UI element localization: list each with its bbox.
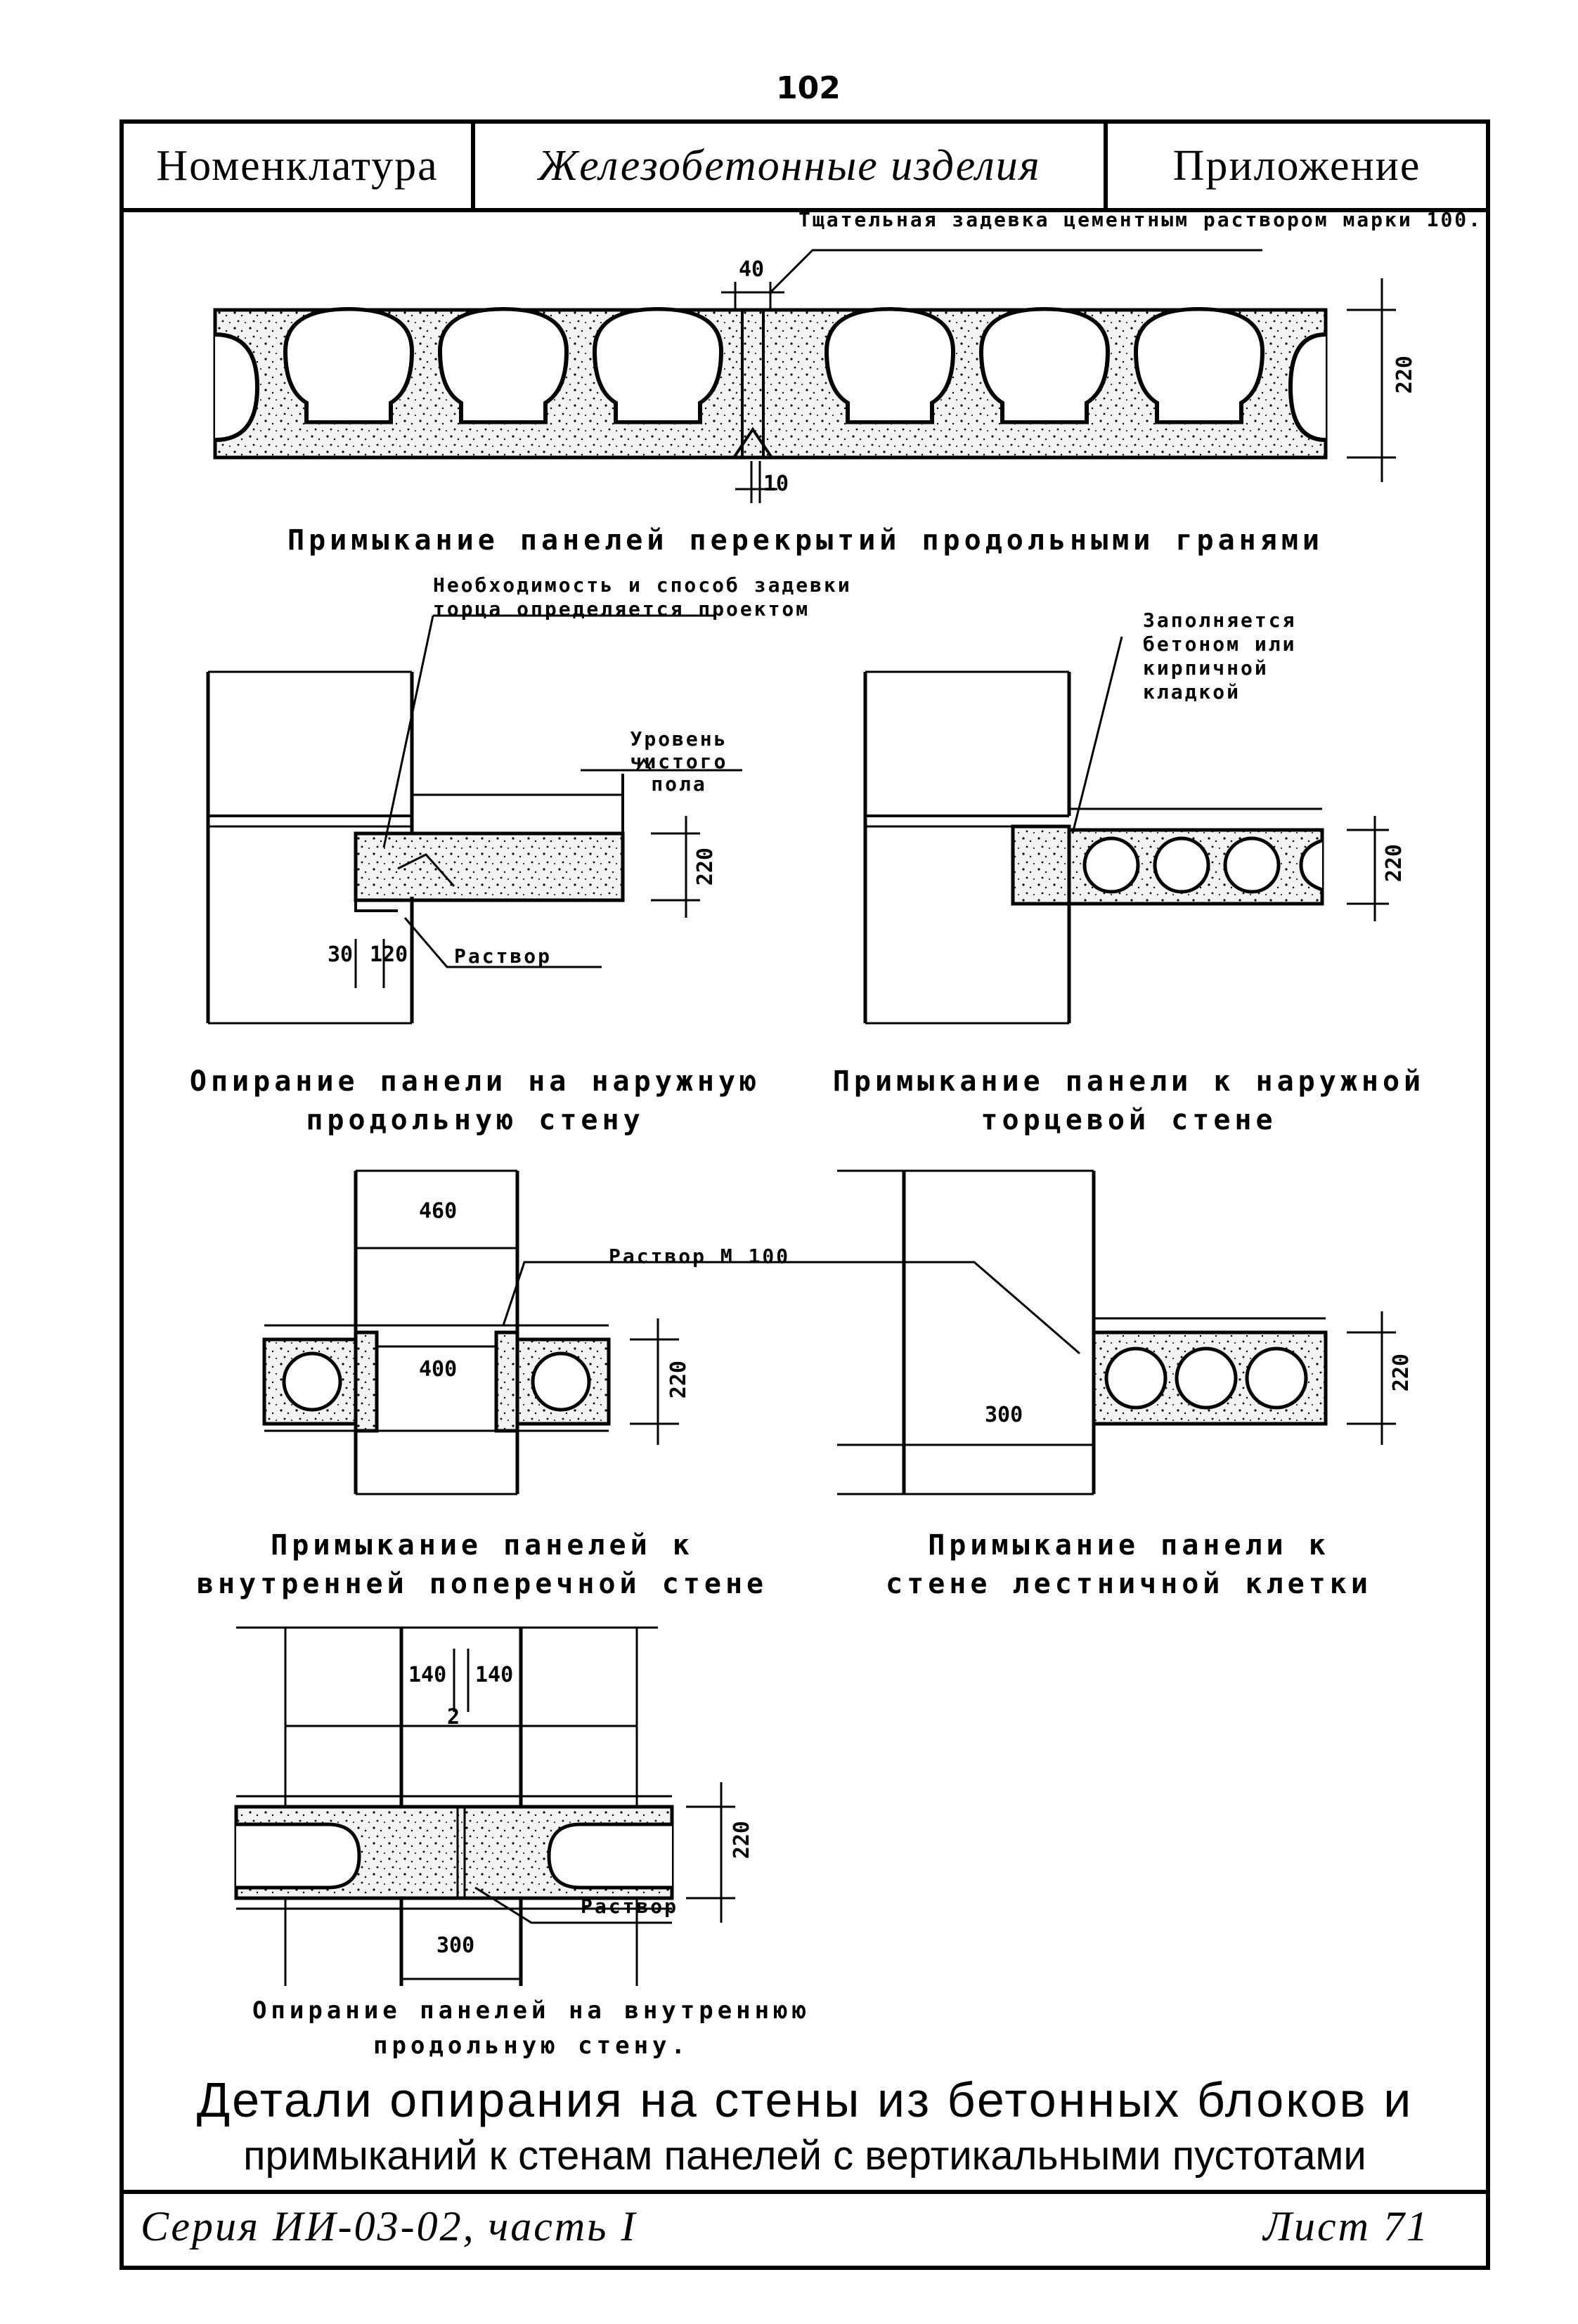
stair-caption-2: стене лестничной клетки: [886, 1568, 1372, 1600]
sheet-title-line-1: Детали опирания на стены из бетонных бло…: [196, 2072, 1414, 2127]
inner-long-height: 220: [730, 1821, 754, 1859]
inner-long-dim-gap: 2: [447, 1705, 460, 1729]
slab-joint-note-1: Тщательная задевка цементным раствором м…: [798, 208, 1483, 231]
outer-long-dim-b: 120: [370, 942, 408, 967]
header-appendix: Приложение: [1172, 141, 1421, 190]
floor-level-label: Уровень чистого пола: [630, 727, 728, 796]
sheet-title-line-2: примыканий к стенам панелей с вертикальн…: [243, 2133, 1366, 2179]
inner-long-mortar: Раствор: [581, 1895, 679, 1918]
outer-long-mortar: Раствор: [454, 944, 552, 968]
inner-cross-inner-dim: 400: [419, 1357, 458, 1382]
inner-cross-caption-2: внутренней поперечной стене: [196, 1568, 768, 1600]
detail-inner-cross: [262, 1169, 1080, 1495]
outer-end-note: Заполняется бетоном или кирпичной кладко…: [1143, 609, 1297, 703]
technical-drawings: [206, 249, 1396, 1986]
inner-cross-height: 220: [666, 1361, 691, 1399]
outer-end-caption-2: торцевой стене: [981, 1104, 1277, 1136]
slab-joint-gap-bottom: 10: [763, 472, 789, 496]
stair-caption-1: Примыкание панели к: [928, 1529, 1330, 1562]
slab-joint-height: 220: [1392, 356, 1417, 394]
page-number: 102: [776, 70, 841, 106]
inner-cross-wall-dim: 460: [419, 1199, 458, 1223]
outer-long-dim-a: 30: [328, 942, 354, 967]
detail-stair-wall: [837, 1169, 1396, 1495]
outer-long-caption-2: продольную стену: [306, 1104, 645, 1136]
slab-joint-gap-top: 40: [739, 257, 765, 282]
detail-outer-longitudinal: [206, 614, 742, 1025]
stair-height: 220: [1389, 1353, 1414, 1392]
slab-joint-caption: Примыкание панелей перекрытий продольным…: [287, 524, 1324, 557]
header-divider: [124, 208, 1486, 212]
outer-long-height: 220: [693, 848, 718, 886]
inner-long-dim-left: 140: [408, 1663, 447, 1687]
footer-divider: [124, 2190, 1486, 2194]
inner-long-caption-1: Опирание панелей на внутреннюю: [252, 1997, 811, 2025]
outer-end-caption-1: Примыкание панели к наружной: [832, 1065, 1425, 1098]
drawing-sheet: Номенклатура Железобетонные изделия Прил…: [119, 119, 1490, 2270]
stair-wall-dim: 300: [985, 1403, 1023, 1427]
outer-end-height: 220: [1382, 844, 1406, 883]
header-nomenclature: Номенклатура: [124, 124, 475, 208]
inner-long-dim-right: 140: [475, 1663, 514, 1687]
detail-slab-joint: [213, 249, 1396, 503]
inner-long-wall-dim: 300: [436, 1933, 475, 1958]
outer-long-note: Необходимость и способ задевки торца опр…: [433, 573, 852, 621]
detail-inner-longitudinal: [234, 1626, 735, 1986]
outer-long-caption-1: Опирание панели на наружную: [189, 1065, 761, 1098]
series-label: Серия ИИ-03-02, часть I: [141, 2203, 638, 2250]
inner-long-caption-2: продольную стену.: [373, 2032, 690, 2060]
stair-mortar-label: Раствор М 100: [609, 1245, 791, 1268]
inner-cross-caption-1: Примыкание панелей к: [271, 1529, 694, 1562]
detail-outer-end: [863, 636, 1389, 1025]
header-subject: Железобетонные изделия: [475, 124, 1108, 208]
sheet-number: Лист 71: [1263, 2203, 1430, 2250]
